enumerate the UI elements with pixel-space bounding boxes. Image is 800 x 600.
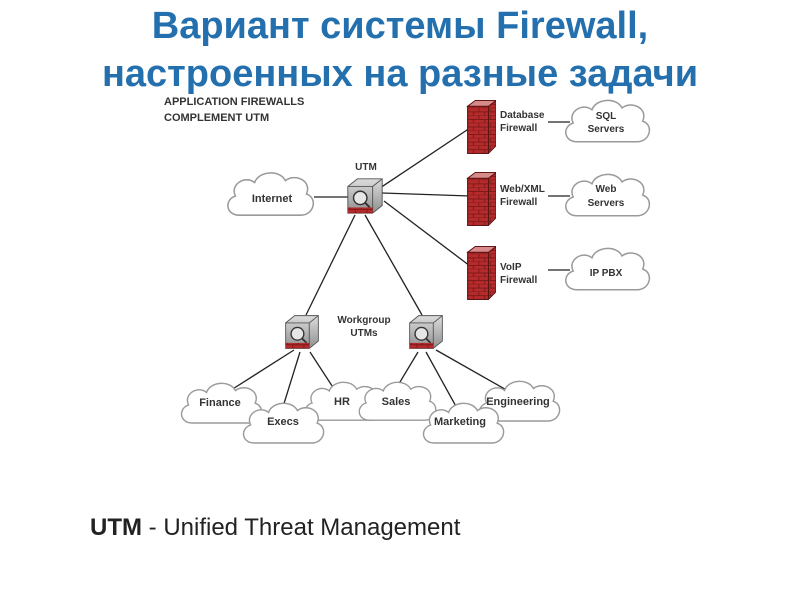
cloud-hr: HR <box>304 381 383 421</box>
cloud-internet-label: Internet <box>252 193 293 205</box>
diagram-caption-line-1: APPLICATION FIREWALLS <box>164 96 304 108</box>
utm-label: UTM <box>355 162 377 173</box>
cloud-internet: Internet <box>226 171 315 217</box>
voip-firewall: VoIP Firewall <box>467 246 537 300</box>
database-firewall-label-2: Firewall <box>500 123 537 134</box>
cloud-sql-servers: SQL Servers <box>564 99 651 143</box>
webxml-firewall-label-2: Firewall <box>500 197 537 208</box>
cloud-web-label-2: Servers <box>588 198 625 209</box>
cloud-finance: Finance <box>180 382 263 424</box>
cloud-marketing: Marketing <box>422 402 505 444</box>
network-links <box>227 121 570 411</box>
cloud-sales-label: Sales <box>382 396 411 408</box>
link-utm-workgroup-left <box>305 214 356 316</box>
link-utm-database-firewall <box>379 127 471 189</box>
cloud-web-servers: Web Servers <box>564 173 651 217</box>
workgroup-label-2: UTMs <box>350 328 378 339</box>
diagram-caption-line-2: COMPLEMENT UTM <box>164 112 269 124</box>
voip-firewall-label-2: Firewall <box>500 275 537 286</box>
database-firewall-label-1: Database <box>500 110 545 121</box>
cloud-web-label-1: Web <box>596 184 617 195</box>
workgroup-utm-right <box>408 314 444 350</box>
link-utm-webxml-firewall <box>381 192 471 197</box>
link-utm-workgroup-right <box>364 214 423 316</box>
database-firewall: Database Firewall <box>467 100 545 154</box>
webxml-firewall: Web/XML Firewall <box>467 172 545 226</box>
slide-title-line-1: Вариант системы Firewall, <box>151 5 649 47</box>
cloud-marketing-label: Marketing <box>434 416 486 428</box>
workgroup-label-1: Workgroup <box>337 315 390 326</box>
footnote-abbreviation: UTM <box>90 514 142 541</box>
cloud-sql-label-2: Servers <box>588 124 625 135</box>
link-wg-left-execs <box>281 351 301 411</box>
cloud-finance-label: Finance <box>199 397 241 409</box>
cloud-execs: Execs <box>242 402 325 444</box>
link-utm-voip-firewall <box>383 200 471 267</box>
cloud-hr-label: HR <box>334 396 350 408</box>
link-wg-left-finance <box>227 349 295 393</box>
cloud-ip-pbx: IP PBX <box>564 247 651 291</box>
footnote-definition: - Unified Threat Management <box>141 514 461 541</box>
webxml-firewall-label-1: Web/XML <box>500 184 545 195</box>
utm-central: UTM <box>346 162 384 215</box>
voip-firewall-label-1: VoIP <box>500 262 522 273</box>
link-wg-right-marketing <box>425 351 459 411</box>
slide-title-line-2: настроенных на разные задачи <box>101 53 699 95</box>
slide-title: Вариант системы Firewall, настроенных на… <box>0 2 800 98</box>
cloud-ippbx-label: IP PBX <box>590 268 623 279</box>
link-wg-left-hr <box>309 351 337 393</box>
workgroup-utm-left <box>284 314 320 350</box>
cloud-engineering-label: Engineering <box>486 396 550 408</box>
cloud-sql-label-1: SQL <box>596 111 617 122</box>
footnote: UTM - Unified Threat Management <box>90 514 460 542</box>
cloud-engineering: Engineering <box>478 380 561 422</box>
cloud-execs-label: Execs <box>267 416 299 428</box>
cloud-sales: Sales <box>358 381 437 421</box>
link-wg-right-engineering <box>435 349 511 393</box>
